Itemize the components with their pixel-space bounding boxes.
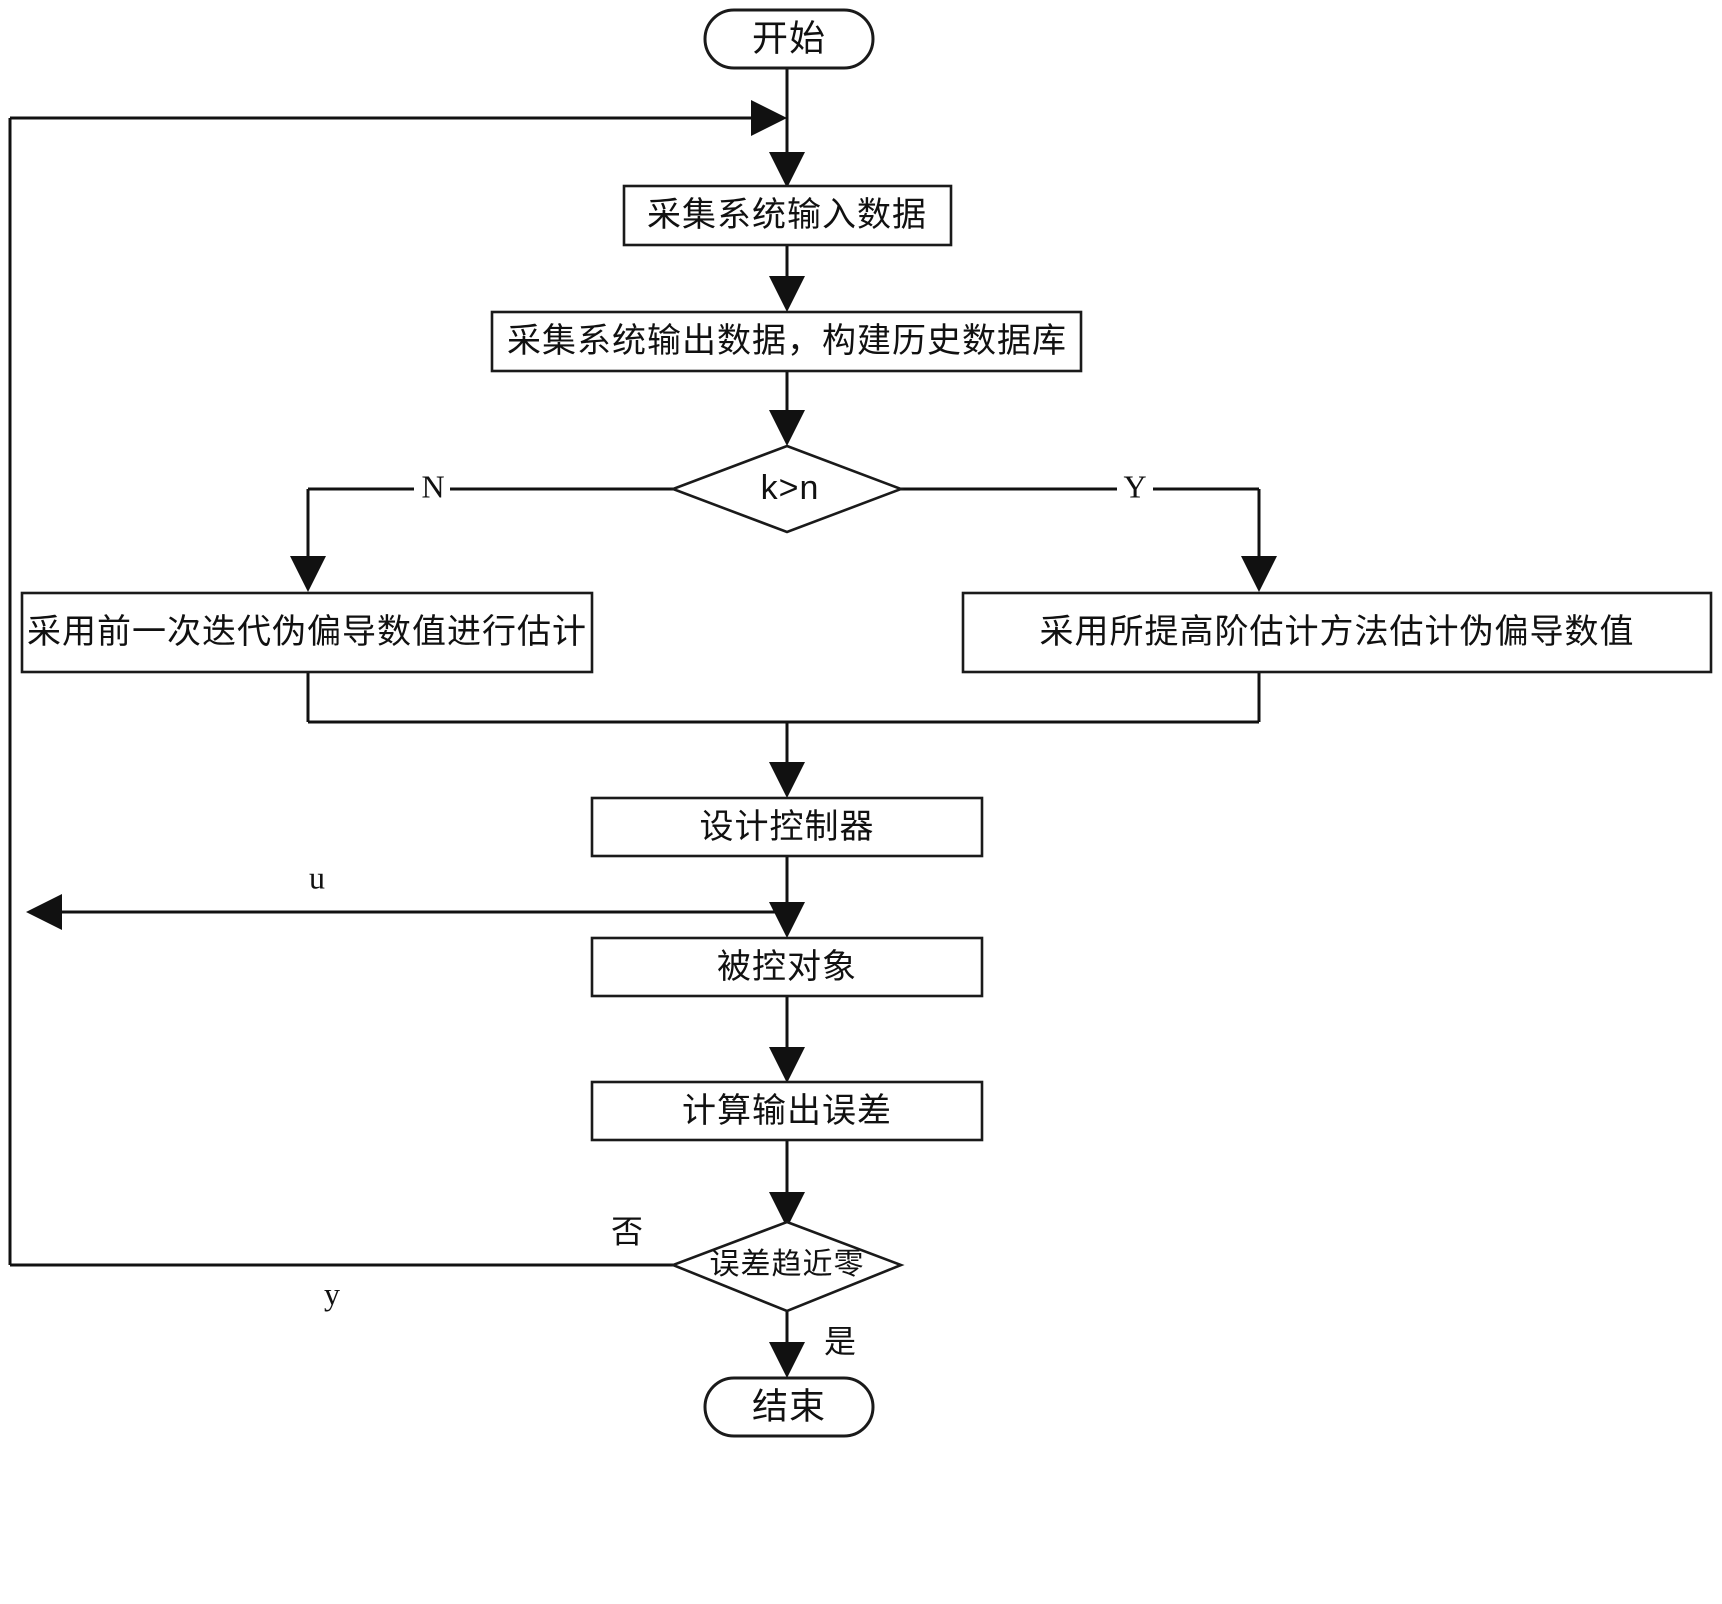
node-layer: 开始 采集系统输入数据 采集系统输出数据，构建历史数据库 k>n 采用前一次迭代… <box>20 8 1713 1438</box>
design-controller-label: 设计控制器 <box>700 808 875 846</box>
node-calculate-output-error[interactable]: 计算输出误差 <box>590 1080 984 1142</box>
previous-iteration-estimate-shape <box>20 591 594 674</box>
edge-label-layer: N Y u 否 y 是 <box>309 468 1153 1359</box>
arrow-calc-err-down <box>769 1047 805 1083</box>
node-decision-error-near-zero[interactable]: 误差趋近零 <box>669 1220 905 1313</box>
previous-iteration-estimate-label: 采用前一次迭代伪偏导数值进行估计 <box>27 613 587 651</box>
node-start[interactable]: 开始 <box>703 8 875 70</box>
arrow-end-down <box>769 1342 805 1378</box>
arrow-collect-out-down <box>769 276 805 312</box>
node-collect-input-data[interactable]: 采集系统输入数据 <box>622 184 953 247</box>
arrow-feedback-return <box>751 100 787 136</box>
collect-input-data-shape <box>622 184 953 247</box>
node-previous-iteration-estimate[interactable]: 采用前一次迭代伪偏导数值进行估计 <box>20 591 594 674</box>
collect-output-data-label: 采集系统输出数据，构建历史数据库 <box>507 322 1067 360</box>
arrow-control-signal-left <box>26 894 62 930</box>
end-label: 结束 <box>752 1386 826 1427</box>
edge-label-output-signal-y: y <box>324 1275 340 1311</box>
edge-label-error-yes: 是 <box>824 1323 856 1359</box>
node-design-controller[interactable]: 设计控制器 <box>590 796 984 858</box>
edge-label-kn-yes: Y <box>1123 468 1146 504</box>
collect-output-data-shape <box>490 310 1083 373</box>
edge-label-control-signal-u: u <box>309 859 325 895</box>
controlled-plant-label: 被控对象 <box>717 948 857 986</box>
arrow-design-ctrl-down <box>769 762 805 798</box>
high-order-estimate-label: 采用所提高阶估计方法估计伪偏导数值 <box>1040 613 1635 651</box>
high-order-estimate-shape <box>961 591 1713 674</box>
arrow-plant-down <box>769 902 805 938</box>
calculate-output-error-label: 计算输出误差 <box>682 1092 892 1130</box>
edge-label-error-no: 否 <box>611 1213 643 1249</box>
end-terminator-shape <box>703 1376 875 1438</box>
node-high-order-estimate[interactable]: 采用所提高阶估计方法估计伪偏导数值 <box>961 591 1713 674</box>
decision-k-gt-n-label: k>n <box>761 469 820 507</box>
start-label: 开始 <box>752 18 826 59</box>
decision-k-gt-n-shape <box>669 444 905 534</box>
node-end[interactable]: 结束 <box>703 1376 875 1438</box>
edge-label-kn-no: N <box>421 468 444 504</box>
arrow-kn-yes-down <box>1241 556 1277 592</box>
start-terminator-shape <box>703 8 875 70</box>
kn-no-label-bg <box>414 470 450 508</box>
node-collect-output-data[interactable]: 采集系统输出数据，构建历史数据库 <box>490 310 1083 373</box>
node-controlled-plant[interactable]: 被控对象 <box>590 936 984 998</box>
decision-error-near-zero-shape <box>669 1220 905 1313</box>
node-decision-k-gt-n[interactable]: k>n <box>669 444 905 534</box>
kn-yes-label-bg <box>1117 470 1153 508</box>
arrow-start-down <box>769 152 805 188</box>
controlled-plant-shape <box>590 936 984 998</box>
calculate-output-error-shape <box>590 1080 984 1142</box>
arrow-kn-no-down <box>290 556 326 592</box>
arrow-decision-kn-down <box>769 410 805 446</box>
arrow-decision-err-down <box>769 1192 805 1228</box>
collect-input-data-label: 采集系统输入数据 <box>647 196 927 234</box>
design-controller-shape <box>590 796 984 858</box>
edge-layer <box>8 68 1277 1378</box>
decision-error-near-zero-label: 误差趋近零 <box>710 1248 865 1281</box>
